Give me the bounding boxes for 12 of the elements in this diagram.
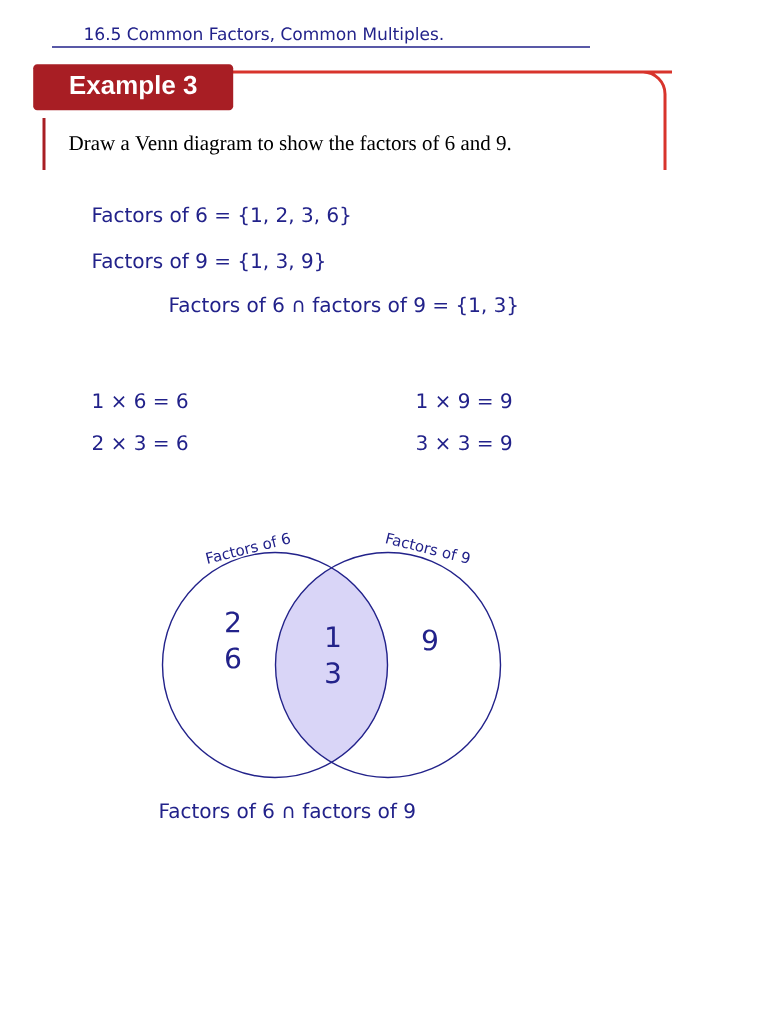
- instruction-text: Draw a Venn diagram to show the factors of 6 and 9.: [69, 135, 511, 155]
- equation: 3 × 3 = 9: [417, 435, 512, 451]
- equation: 2 × 3 = 6: [93, 435, 188, 451]
- intersection-region: 1 3: [326, 626, 340, 684]
- page-title: 16.5 Common Factors, Common Multiples.: [85, 27, 443, 44]
- equation: Factors of 9 = {1, 3, 9}: [93, 252, 324, 272]
- equation: Factors of 6 = {1, 2, 3, 6}: [93, 206, 350, 226]
- caption: Factors of 6 ∩ factors of 9: [160, 802, 415, 819]
- example-banner: Example 3: [33, 64, 234, 111]
- equation: 1 × 6 = 6: [93, 393, 188, 409]
- equation: Factors of 6 ∩ factors of 9 = {1, 3}: [170, 296, 517, 316]
- equation: 1 × 9 = 9: [417, 393, 512, 409]
